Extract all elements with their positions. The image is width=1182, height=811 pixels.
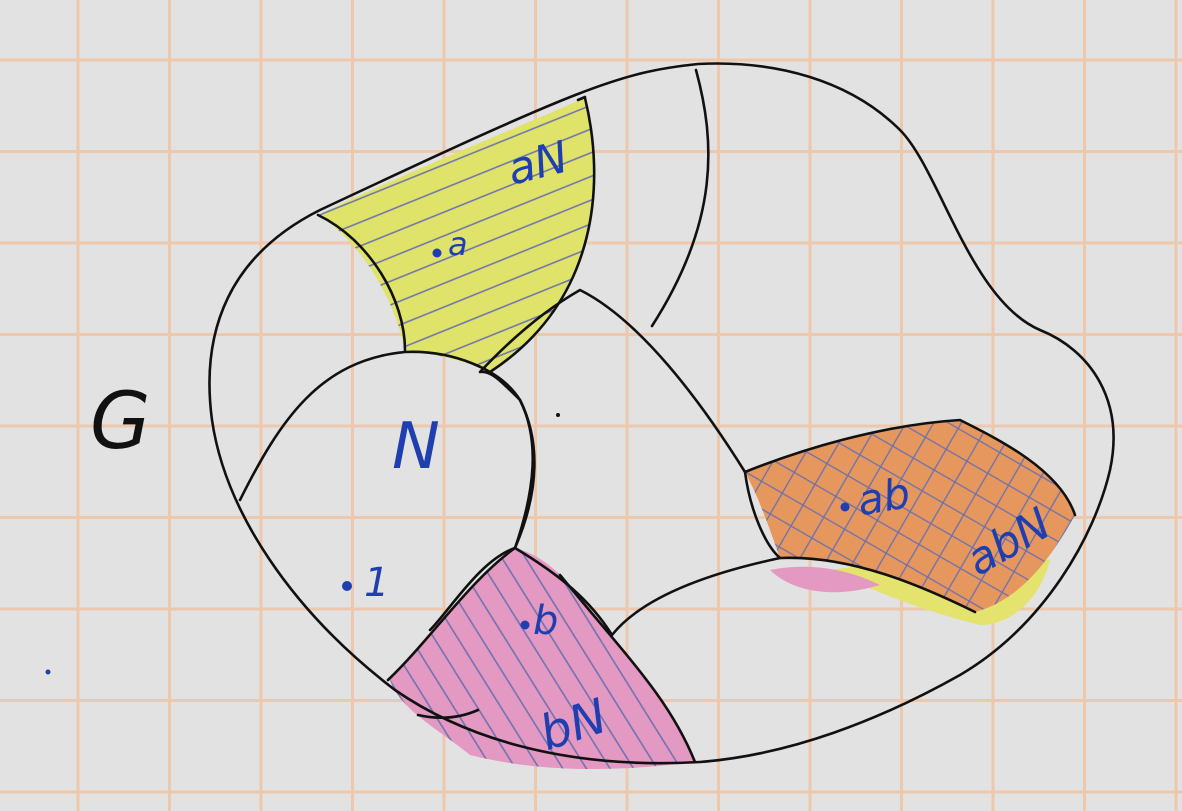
element-identity-dot	[342, 581, 352, 591]
element-identity-label: 1	[364, 560, 389, 606]
coset-b-border	[386, 546, 517, 682]
element-ab-label: ab	[854, 468, 914, 525]
stray-dot	[556, 413, 560, 417]
diagram-outlines	[208, 62, 1115, 765]
element-a-label: a	[448, 225, 468, 263]
coset-a-region	[318, 98, 595, 372]
group-label: G	[90, 377, 150, 467]
element-b-label: b	[533, 598, 558, 644]
element-a-dot	[432, 248, 442, 258]
stray-dot	[45, 669, 51, 675]
element-ab-dot	[840, 502, 850, 512]
subgroup-label: N	[392, 410, 440, 484]
coset-ab-region	[745, 420, 1075, 625]
inner-hole-boundary	[478, 288, 782, 637]
coset-a-border	[316, 213, 407, 352]
coset-ab-border	[743, 418, 1077, 517]
element-b-dot	[520, 620, 530, 630]
region-divider	[650, 68, 710, 328]
outer-boundary	[208, 62, 1115, 765]
subgroup-boundary	[238, 350, 536, 632]
